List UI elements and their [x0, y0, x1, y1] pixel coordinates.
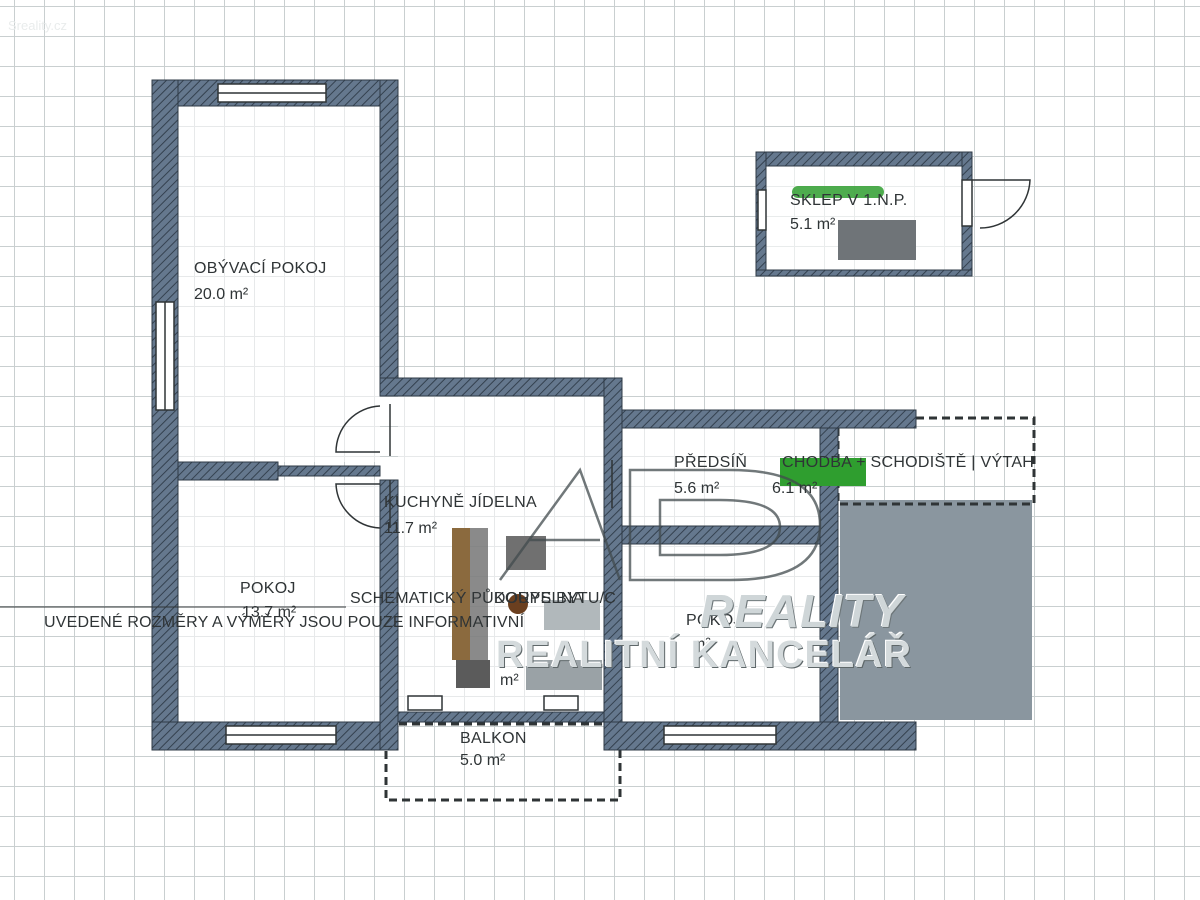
kitchen-worktop [452, 528, 470, 660]
wall-segment [151, 79, 179, 751]
room-label-sklep: SKLEP V 1.N.P. [790, 192, 908, 209]
wall-segment [621, 409, 917, 429]
ad-logo [498, 467, 822, 582]
bicycle [792, 186, 884, 198]
stair-elevator-block [840, 500, 1032, 720]
room-label-pokoj-right: POKOJ [686, 612, 742, 629]
floor-obyvaci [178, 106, 380, 462]
brand-reality: REALITY [700, 585, 904, 637]
brand-kancelar: REALITNÍ KANCELÁŘ [496, 634, 912, 676]
wall-segment [379, 377, 623, 397]
sklep-shelf [838, 220, 916, 260]
room-label-predsin: PŘEDSÍŇ [674, 454, 748, 471]
door-swing [335, 483, 381, 529]
kitchen-stove [456, 660, 490, 688]
room-area-obyvaci: 20.0 m² [194, 286, 249, 303]
room-area-kuchyne: 11.7 m² [384, 520, 438, 537]
schematic-note: SCHEMATICKÝ PŮDORYS BYTU/C [350, 590, 616, 607]
bathtub [526, 660, 602, 690]
room-area-predsin: 5.6 m² [674, 480, 720, 497]
room-area-chodba: 6.1 m² [772, 480, 818, 497]
window [543, 695, 579, 711]
room-area-balkon: 5.0 m² [460, 752, 506, 769]
furniture [452, 186, 916, 690]
kitchen-counter [470, 528, 488, 660]
watermark-sreality: Sreality.cz [8, 18, 67, 33]
balkon-outline [384, 722, 622, 802]
dining-table [508, 594, 528, 614]
wall-segment [755, 269, 973, 277]
wall-segment [177, 461, 279, 481]
room-floors [178, 106, 962, 722]
wall-segment [379, 479, 399, 751]
window [961, 179, 973, 227]
window [757, 189, 767, 231]
room-area-koupelna: m² [500, 672, 519, 689]
room-label-balkon: BALKON [460, 730, 527, 747]
room-area-pokoj-left: 13.7 m² [242, 604, 297, 621]
wall-segment [397, 711, 605, 723]
wall-segment [379, 79, 399, 397]
floor-pokoj-right [622, 544, 822, 722]
wall-segment [621, 525, 839, 545]
wall-segment [755, 151, 971, 167]
room-area-pokoj-right: m² [692, 636, 711, 653]
washer [544, 600, 600, 630]
wall-segment [277, 465, 381, 477]
room-label-koupelna: KOUPELNA [494, 590, 584, 607]
room-area-sklep: 5.1 m² [790, 216, 836, 233]
room-label-chodba: CHODBA + SCHODIŠTĚ | VÝTAH [782, 454, 1035, 471]
window [407, 695, 443, 711]
doors [335, 179, 1031, 529]
room-label-kuchyne: KUCHYNĚ JÍDELNA [384, 494, 537, 511]
disclaimer-note: UVEDENÉ ROZMĚRY A VÝMĚRY JSOU POUZE INFO… [44, 614, 525, 631]
door-swing [972, 179, 1031, 229]
room-label-obyvaci: OBÝVACÍ POKOJ [194, 260, 327, 277]
windows [155, 83, 973, 745]
floor-pokoj-left [178, 480, 380, 722]
door-swing [335, 405, 381, 453]
room-label-pokoj-left: POKOJ [240, 580, 296, 597]
